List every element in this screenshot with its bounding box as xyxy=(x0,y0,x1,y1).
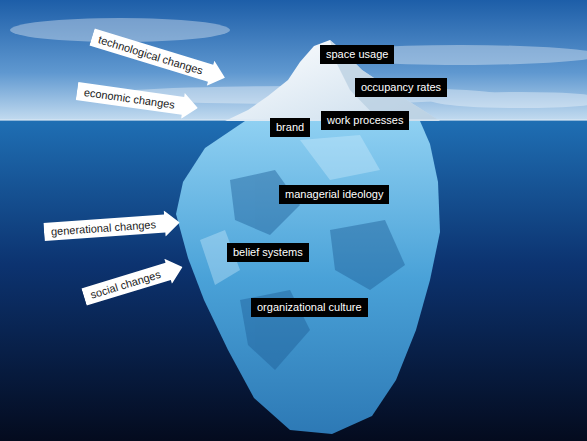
surface-label: brand xyxy=(270,118,310,137)
label-text: work processes xyxy=(327,114,403,127)
hidden-label: belief systems xyxy=(227,243,309,262)
label-text: belief systems xyxy=(233,246,303,259)
label-text: space usage xyxy=(326,48,388,61)
label-text: occupancy rates xyxy=(361,81,441,94)
arrow-body xyxy=(43,210,180,245)
label-text: brand xyxy=(276,121,304,134)
surface-label: work processes xyxy=(321,111,409,130)
hidden-label: organizational culture xyxy=(251,298,368,317)
surface-label: occupancy rates xyxy=(355,78,447,97)
arrow-body xyxy=(80,254,186,309)
arrow-body xyxy=(88,25,229,91)
hidden-label: managerial ideology xyxy=(279,185,389,204)
arrow-body xyxy=(75,78,199,121)
label-text: organizational culture xyxy=(257,301,362,314)
surface-label: space usage xyxy=(320,45,394,64)
label-text: managerial ideology xyxy=(285,188,383,201)
